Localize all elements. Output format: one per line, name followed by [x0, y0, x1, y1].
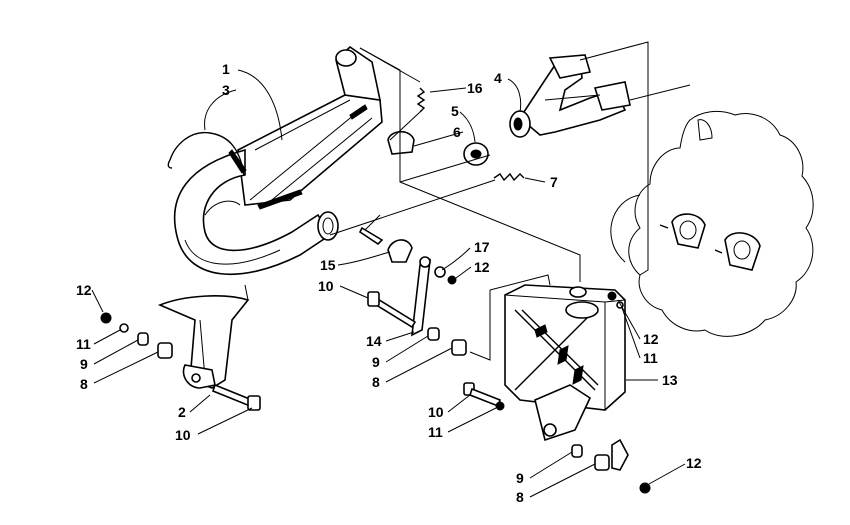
callout-8-lower: 8: [516, 489, 524, 505]
callout-14: 14: [366, 333, 382, 349]
front-bracket-part: [157, 295, 250, 389]
fasteners-left: [100, 312, 261, 411]
callout-labels: 1 3 2 10 12 11 9 8 16 5 6 4 7 15 17 12 1…: [76, 61, 702, 505]
callout-10-left: 10: [175, 427, 191, 443]
callout-3: 3: [222, 82, 230, 98]
fasteners-right: [463, 291, 651, 494]
muffler-part: [504, 284, 626, 442]
callout-17: 17: [474, 239, 490, 255]
callout-11-right: 11: [643, 350, 658, 366]
callout-12-right: 12: [643, 331, 659, 347]
heat-shield-wire-part: [167, 131, 247, 176]
callout-10-lower: 10: [428, 404, 444, 420]
leader-lines: [91, 69, 686, 498]
callout-1: 1: [222, 61, 230, 77]
assembly-guide-lines: [244, 41, 691, 361]
callout-8-center: 8: [372, 374, 380, 390]
callout-12-center: 12: [474, 259, 490, 275]
callout-9-center: 9: [372, 354, 380, 370]
callout-10-center: 10: [318, 278, 334, 294]
callout-5: 5: [451, 103, 459, 119]
callout-9-lower: 9: [516, 470, 524, 486]
callout-8-left: 8: [80, 376, 88, 392]
y-manifold-part: [509, 54, 631, 138]
callout-11-lower: 11: [428, 424, 443, 440]
callout-11-left: 11: [76, 336, 91, 352]
callout-15: 15: [320, 257, 336, 273]
springs-gaskets: [387, 87, 525, 182]
callout-2: 2: [178, 404, 186, 420]
expansion-chamber-part: [173, 45, 383, 275]
callout-9-left: 9: [80, 356, 88, 372]
engine-outline: [628, 110, 814, 337]
callout-13: 13: [662, 372, 678, 388]
callout-12-left: 12: [76, 282, 92, 298]
callout-12-lower: 12: [686, 455, 702, 471]
center-linkage: [358, 226, 467, 356]
callout-7: 7: [550, 174, 558, 190]
callout-6: 6: [453, 124, 461, 140]
callout-16: 16: [467, 80, 483, 96]
callout-4: 4: [494, 70, 502, 86]
